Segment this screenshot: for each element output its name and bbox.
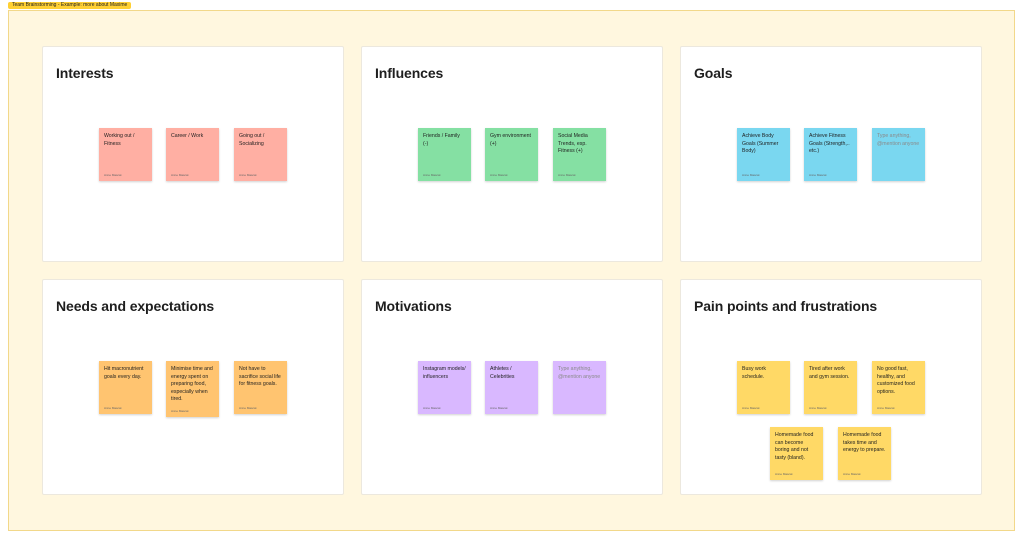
panel-pain-points[interactable]: Pain points and frustrations Busy work s… bbox=[680, 279, 982, 495]
sticky-note[interactable]: Minimise time and energy spent on prepar… bbox=[166, 361, 219, 417]
sticky-note[interactable]: No good fast, healthy, and customized fo… bbox=[872, 361, 925, 414]
sticky-author: Anne Mascat bbox=[423, 406, 441, 410]
sticky-note[interactable]: Career / Work Anne Mascat bbox=[166, 128, 219, 181]
panel-motivations[interactable]: Motivations Instagram models/ influencer… bbox=[361, 279, 663, 495]
panel-title: Influences bbox=[375, 65, 444, 81]
panel-title: Interests bbox=[56, 65, 114, 81]
sticky-note[interactable]: Busy work schedule. Anne Mascat bbox=[737, 361, 790, 414]
brainstorm-section: Interests Working out / Fitness Anne Mas… bbox=[8, 10, 1015, 531]
sticky-text: Homemade food can become boring and not … bbox=[775, 432, 814, 461]
sticky-author: Anne Mascat bbox=[558, 173, 576, 177]
sticky-note-empty[interactable]: Type anything, @mention anyone bbox=[872, 128, 925, 181]
sticky-text: Athletes / Celebrities bbox=[490, 366, 515, 380]
sticky-text: Instagram models/ influencers bbox=[423, 366, 466, 380]
sticky-text: Hit macronutrient goals every day. bbox=[104, 366, 144, 380]
panel-influences[interactable]: Influences Friends / Family (-) Anne Mas… bbox=[361, 46, 663, 262]
sticky-placeholder[interactable]: Type anything, @mention anyone bbox=[558, 366, 601, 380]
sticky-author: Anne Mascat bbox=[490, 406, 508, 410]
sticky-note-empty[interactable]: Type anything, @mention anyone bbox=[553, 361, 606, 414]
sticky-note[interactable]: Friends / Family (-) Anne Mascat bbox=[418, 128, 471, 181]
sticky-text: Social Media Trends, esp. Fitness (+) bbox=[558, 133, 588, 155]
sticky-text: Achieve Fitness Goals (Strength,.. etc.) bbox=[809, 133, 850, 155]
panel-needs[interactable]: Needs and expectations Hit macronutrient… bbox=[42, 279, 344, 495]
sticky-note[interactable]: Social Media Trends, esp. Fitness (+) An… bbox=[553, 128, 606, 181]
panel-interests[interactable]: Interests Working out / Fitness Anne Mas… bbox=[42, 46, 344, 262]
sticky-text: Achieve Body Goals (Summer Body) bbox=[742, 133, 779, 155]
sticky-author: Anne Mascat bbox=[809, 406, 827, 410]
sticky-note[interactable]: Achieve Fitness Goals (Strength,.. etc.)… bbox=[804, 128, 857, 181]
sticky-note[interactable]: Instagram models/ influencers Anne Masca… bbox=[418, 361, 471, 414]
sticky-note[interactable]: Athletes / Celebrities Anne Mascat bbox=[485, 361, 538, 414]
sticky-author: Anne Mascat bbox=[423, 173, 441, 177]
sticky-note[interactable]: Tired after work and gym session. Anne M… bbox=[804, 361, 857, 414]
sticky-author: Anne Mascat bbox=[877, 406, 895, 410]
sticky-author: Anne Mascat bbox=[171, 409, 189, 413]
sticky-text: Tired after work and gym session. bbox=[809, 366, 850, 380]
sticky-author: Anne Mascat bbox=[742, 406, 760, 410]
sticky-author: Anne Mascat bbox=[239, 173, 257, 177]
sticky-note[interactable]: Going out / Socializing Anne Mascat bbox=[234, 128, 287, 181]
panel-title: Pain points and frustrations bbox=[694, 298, 878, 314]
sticky-author: Anne Mascat bbox=[104, 406, 122, 410]
sticky-text: Friends / Family (-) bbox=[423, 133, 460, 147]
sticky-note[interactable]: Achieve Body Goals (Summer Body) Anne Ma… bbox=[737, 128, 790, 181]
sticky-text: Homemade food takes time and energy to p… bbox=[843, 432, 886, 454]
sticky-text: Busy work schedule. bbox=[742, 366, 766, 380]
panel-title: Goals bbox=[694, 65, 733, 81]
sticky-text: Working out / Fitness bbox=[104, 133, 135, 147]
sticky-note[interactable]: Homemade food can become boring and not … bbox=[770, 427, 823, 480]
sticky-author: Anne Mascat bbox=[742, 173, 760, 177]
panel-title: Motivations bbox=[375, 298, 452, 314]
sticky-text: Gym environment (+) bbox=[490, 133, 531, 147]
sticky-note[interactable]: Not have to sacrifice social life for fi… bbox=[234, 361, 287, 414]
sticky-author: Anne Mascat bbox=[171, 173, 189, 177]
sticky-text: Going out / Socializing bbox=[239, 133, 265, 147]
sticky-author: Anne Mascat bbox=[809, 173, 827, 177]
frame-label[interactable]: Team Brainstorming - Example: more about… bbox=[8, 2, 132, 9]
sticky-note[interactable]: Gym environment (+) Anne Mascat bbox=[485, 128, 538, 181]
sticky-author: Anne Mascat bbox=[239, 406, 257, 410]
sticky-text: No good fast, healthy, and customized fo… bbox=[877, 366, 915, 395]
sticky-text: Career / Work bbox=[171, 133, 204, 139]
sticky-note[interactable]: Homemade food takes time and energy to p… bbox=[838, 427, 891, 480]
sticky-text: Not have to sacrifice social life for fi… bbox=[239, 366, 281, 388]
sticky-placeholder[interactable]: Type anything, @mention anyone bbox=[877, 133, 920, 147]
sticky-author: Anne Mascat bbox=[490, 173, 508, 177]
sticky-text: Minimise time and energy spent on prepar… bbox=[171, 366, 213, 403]
sticky-author: Anne Mascat bbox=[104, 173, 122, 177]
sticky-author: Anne Mascat bbox=[775, 472, 793, 476]
sticky-author: Anne Mascat bbox=[843, 472, 861, 476]
panel-goals[interactable]: Goals Achieve Body Goals (Summer Body) A… bbox=[680, 46, 982, 262]
sticky-note[interactable]: Working out / Fitness Anne Mascat bbox=[99, 128, 152, 181]
sticky-note[interactable]: Hit macronutrient goals every day. Anne … bbox=[99, 361, 152, 414]
panel-title: Needs and expectations bbox=[56, 298, 215, 314]
